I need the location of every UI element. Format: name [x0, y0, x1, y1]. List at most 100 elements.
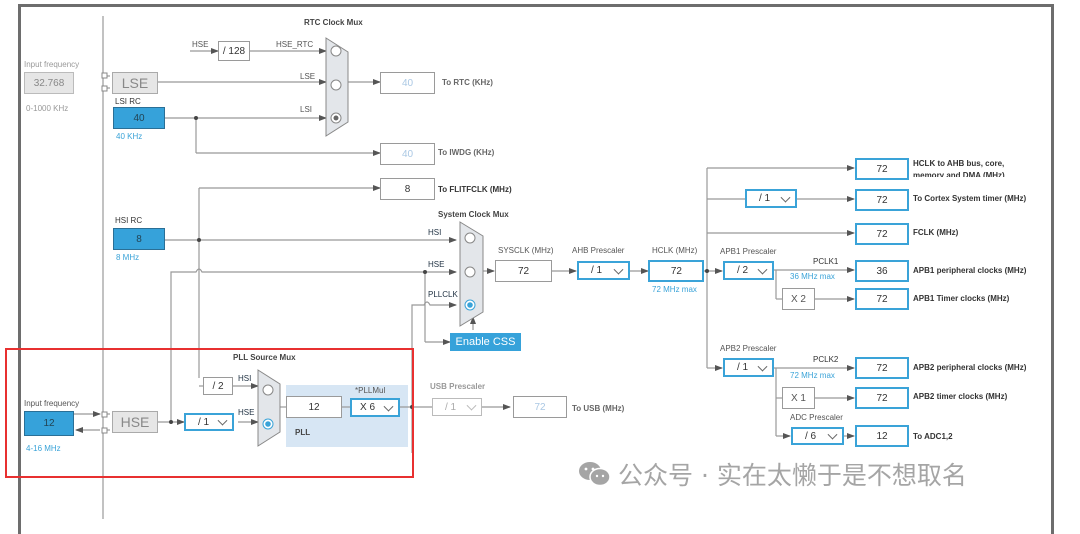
rtc-output-label: To RTC (KHz)	[442, 78, 493, 87]
adc-prescaler-label: ADC Prescaler	[790, 413, 843, 422]
apb1-timer-output: 72	[855, 288, 909, 310]
rtc-lse-in: LSE	[300, 72, 316, 81]
pclk2-max: 72 MHz max	[790, 371, 835, 380]
lse-input-frequency[interactable]: 32.768	[24, 72, 74, 94]
rtc-hse-rtc: HSE_RTC	[276, 40, 314, 49]
cortex-timer-label: To Cortex System timer (MHz)	[913, 194, 1027, 203]
apb2-timer-label: APB2 timer clocks (MHz)	[913, 392, 1008, 401]
adc-output: 12	[855, 425, 909, 447]
enable-css-button[interactable]: Enable CSS	[450, 333, 521, 351]
hse-range: 4-16 MHz	[26, 444, 61, 453]
hse-prediv-select[interactable]: / 1	[184, 413, 234, 431]
apb2-prescaler-label: APB2 Prescaler	[720, 344, 777, 353]
usb-output: 72	[513, 396, 567, 418]
radio-hsi	[464, 232, 476, 244]
pll-source-mux-title: PLL Source Mux	[233, 353, 296, 362]
pll-hsi-in: HSI	[238, 374, 252, 383]
fclk-output: 72	[855, 223, 909, 245]
hsi-value[interactable]: 8	[113, 228, 165, 250]
sysmux-pllclk: PLLCLK	[428, 290, 458, 299]
pclk1-max: 36 MHz max	[790, 272, 835, 281]
pllmul-label: *PLLMul	[355, 386, 386, 395]
rtc-hse-in: HSE	[192, 40, 209, 49]
cortex-timer-div-select[interactable]: / 1	[745, 189, 797, 208]
apb1-prescaler-select[interactable]: / 2	[723, 261, 774, 280]
adc-prescaler-select[interactable]: / 6	[791, 427, 844, 445]
pll-label: PLL	[295, 428, 311, 437]
highlight-box	[5, 348, 414, 478]
iwdg-output: 40	[380, 143, 435, 165]
clock-wires	[74, 16, 855, 519]
hse-prediv-value: / 1	[198, 416, 210, 428]
apb1-timer-multiplier: X 2	[782, 288, 815, 310]
radio-hse	[464, 266, 476, 278]
ahb-output-label-1: HCLK to AHB bus, core,	[913, 159, 1005, 168]
apb2-periph-output: 72	[855, 357, 909, 379]
lse-range: 0-1000 KHz	[26, 104, 69, 113]
pllmul-value: X 6	[360, 402, 376, 413]
hsi-unit: 8 MHz	[116, 253, 140, 262]
hclk-input[interactable]: 72	[648, 260, 704, 282]
chevron-down-icon	[383, 401, 394, 412]
ahb-prescaler-value: / 1	[591, 265, 603, 276]
ahb-output: 72	[855, 158, 909, 180]
pclk2-label: PCLK2	[813, 355, 839, 364]
apb2-prescaler-select[interactable]: / 1	[723, 358, 774, 377]
rtc-output: 40	[380, 72, 435, 94]
iwdg-output-label: To IWDG (KHz)	[438, 148, 495, 157]
diagram-frame	[18, 4, 1054, 534]
apb1-timer-label: APB1 Timer clocks (MHz)	[913, 294, 1010, 303]
cortex-timer-div-value: / 1	[759, 193, 771, 204]
apb2-prescaler-value: / 1	[737, 362, 749, 373]
apb2-timer-output: 72	[855, 387, 909, 409]
pll-hse-in: HSE	[238, 408, 255, 417]
hsi-div2: / 2	[203, 377, 233, 395]
pclk1-label: PCLK1	[813, 257, 839, 266]
cortex-timer-output: 72	[855, 189, 909, 211]
watermark: 公众号 · 实在太懒于是不想取名	[578, 456, 967, 492]
usb-output-label: To USB (MHz)	[572, 404, 625, 413]
hclk-max: 72 MHz max	[652, 285, 697, 294]
flitfclk-output: 8	[380, 178, 435, 200]
apb1-periph-label: APB1 peripheral clocks (MHz)	[913, 266, 1027, 275]
flitfclk-output-label: To FLITFCLK (MHz)	[438, 185, 512, 194]
apb2-periph-label: APB2 peripheral clocks (MHz)	[913, 363, 1027, 372]
sysmux-hsi: HSI	[428, 228, 442, 237]
usb-prescaler-label: USB Prescaler	[430, 382, 486, 391]
lsi-unit: 40 KHz	[116, 132, 143, 141]
fclk-label: FCLK (MHz)	[913, 228, 959, 237]
chevron-down-icon	[613, 264, 624, 275]
system-clock-mux-title: System Clock Mux	[438, 210, 509, 219]
ahb-prescaler-select[interactable]: / 1	[577, 261, 630, 280]
lsi-value[interactable]: 40	[113, 107, 165, 129]
hse-div128: / 128	[218, 41, 250, 61]
radio-pll-hsi	[262, 384, 274, 396]
ahb-prescaler-label: AHB Prescaler	[572, 246, 625, 255]
chevron-down-icon	[466, 400, 477, 411]
hse-input-frequency[interactable]: 12	[24, 411, 74, 436]
chevron-down-icon	[780, 192, 791, 203]
adc-output-label: To ADC1,2	[913, 432, 953, 441]
hse-source: HSE	[112, 411, 158, 433]
radio-hse-rtc	[330, 45, 342, 57]
hclk-label: HCLK (MHz)	[652, 246, 698, 255]
sysclk-label: SYSCLK (MHz)	[498, 246, 554, 255]
chevron-down-icon	[757, 264, 768, 275]
adc-prescaler-value: / 6	[805, 430, 817, 442]
wechat-icon	[579, 462, 611, 487]
hse-input-label: Input frequency	[24, 399, 80, 408]
pll-input-value: 12	[286, 396, 342, 418]
radio-lse	[330, 79, 342, 91]
hsi-title: HSI RC	[115, 216, 143, 225]
rtc-lsi-in: LSI	[300, 105, 313, 114]
apb1-prescaler-value: / 2	[737, 265, 749, 276]
sysclk-value: 72	[495, 260, 552, 282]
apb1-prescaler-label: APB1 Prescaler	[720, 247, 777, 256]
usb-prescaler-select[interactable]: / 1	[432, 398, 482, 416]
lse-source: LSE	[112, 72, 158, 94]
lse-input-label: Input frequency	[24, 60, 80, 69]
lsi-title: LSI RC	[115, 97, 141, 106]
ahb-output-label-2: memory and DMA (MHz)	[913, 171, 1005, 177]
pllmul-select[interactable]: X 6	[350, 398, 400, 417]
chevron-down-icon	[217, 415, 228, 426]
